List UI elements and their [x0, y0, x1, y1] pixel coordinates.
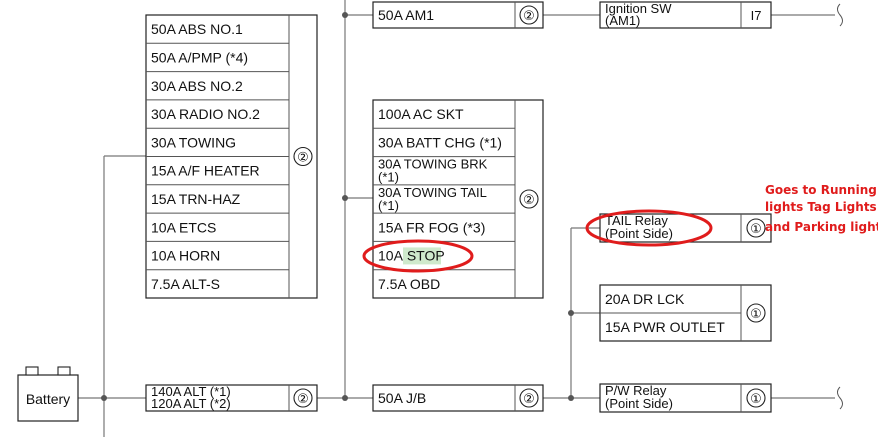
junction-dot [342, 195, 348, 201]
fuse-label: 30A ABS NO.2 [151, 78, 243, 94]
connector-symbol [519, 5, 539, 25]
fuse-block-1: 50A ABS NO.1 50A A/PMP (*4) 30A ABS NO.2 30… [145, 14, 318, 299]
connector-symbol [746, 388, 766, 408]
connector-label: ② [523, 8, 535, 23]
battery: Battery [17, 366, 79, 422]
fuse-label: 10A ETCS [151, 219, 216, 235]
fuse-label: 30A TOWING TAIL [378, 185, 487, 200]
connector-label: ② [297, 391, 309, 406]
connector-label: ② [523, 391, 535, 406]
fuse-label: 30A RADIO NO.2 [151, 106, 260, 122]
connector-symbol [519, 189, 539, 209]
tail-relay-line-1: TAIL Relay [605, 213, 668, 228]
ignition-line-1: Ignition SW [605, 1, 672, 16]
connector-symbol [293, 146, 313, 167]
main-alt-line-1: 140A ALT (*1) [151, 384, 231, 399]
pw-relay-box [599, 383, 772, 413]
connector-symbol [519, 388, 539, 408]
main-alt-line-2: 120A ALT (*2) [151, 396, 231, 411]
fuse-am1: 50A AM1 ② [372, 1, 544, 29]
fuse-label: 7.5A OBD [378, 276, 440, 292]
connector-label: ① [750, 391, 762, 406]
fuse-block-3: 20A DR LCK 15A PWR OUTLET ① [599, 284, 772, 342]
fuse-label-name: STOP [407, 248, 445, 264]
connector-label: ② [297, 150, 309, 165]
fuse-block-2: 100A AC SKT 30A BATT CHG (*1) 30A TOWING B… [372, 99, 544, 299]
tail-relay: TAIL Relay (Point Side) ① [599, 213, 772, 243]
stop-highlight [403, 247, 441, 265]
junction-dot [101, 395, 107, 401]
fuse-label: (*1) [378, 170, 399, 185]
tail-relay-line-2: (Point Side) [605, 226, 673, 241]
fuse-label: 15A TRN-HAZ [151, 191, 241, 207]
ignition-line-2: (AM1) [605, 13, 640, 28]
junction-dot [568, 395, 574, 401]
fuse-label: 30A BATT CHG (*1) [378, 134, 502, 150]
fuse-label: 15A A/F HEATER [151, 163, 260, 179]
junction-dot [342, 395, 348, 401]
fuse-label: 10A HORN [151, 248, 220, 264]
continuation-mark-bottom [837, 386, 843, 410]
fuse-label: 15A FR FOG (*3) [378, 219, 485, 235]
fuse-label: 100A AC SKT [378, 106, 464, 122]
annotation-line: and Parking lights [765, 220, 878, 234]
continuation-mark-top [837, 3, 843, 27]
pw-relay: P/W Relay (Point Side) ① [599, 383, 772, 413]
battery-terminal-pos [57, 366, 71, 376]
annotation-note: Goes to Running lights Tag Lights and Pa… [765, 183, 878, 234]
fuse-label: 20A DR LCK [605, 291, 685, 307]
continuation-marks [837, 3, 843, 410]
fuse-label-rating: 10A [378, 248, 407, 264]
connector-label: ① [750, 221, 762, 236]
junction-dot [342, 12, 348, 18]
fuse-label: 30A TOWING BRK [378, 157, 488, 172]
battery-terminal-neg [25, 366, 39, 376]
fuse-label: 50A A/PMP (*4) [151, 49, 248, 65]
fuse-label: (*1) [378, 198, 399, 213]
highlight-ring-stop [362, 239, 474, 273]
connector-label: ② [523, 192, 535, 207]
battery-label: Battery [26, 391, 70, 407]
fuse-label: 50A ABS NO.1 [151, 21, 243, 37]
annotation-line: Goes to Running [765, 183, 877, 197]
fuse-label: 15A PWR OUTLET [605, 319, 725, 335]
pw-relay-line-1: P/W Relay [605, 383, 667, 398]
ignition-code: I7 [751, 8, 762, 23]
junction-dots [101, 12, 574, 401]
highlight-ring-tail-relay [585, 209, 713, 247]
fuse-label: 10A STOP [378, 248, 445, 264]
jb-label: 50A J/B [378, 390, 426, 406]
connector-symbol [293, 388, 313, 408]
battery-body [17, 374, 79, 422]
fuse-label: 30A TOWING [151, 134, 236, 150]
ignition-switch: Ignition SW (AM1) I7 [599, 1, 772, 29]
fuse-label: 7.5A ALT-S [151, 276, 220, 292]
annotation-line: lights Tag Lights [765, 200, 877, 214]
connector-label: ① [750, 306, 762, 321]
connector-symbol [746, 303, 766, 323]
am1-label: 50A AM1 [378, 7, 434, 23]
junction-dot [568, 310, 574, 316]
connector-symbol [746, 218, 766, 238]
fuse-main-alt: 140A ALT (*1) 120A ALT (*2) ② [145, 384, 318, 412]
fuse-jb: 50A J/B ② [372, 384, 544, 412]
ignition-box [599, 1, 772, 29]
pw-relay-line-2: (Point Side) [605, 396, 673, 411]
